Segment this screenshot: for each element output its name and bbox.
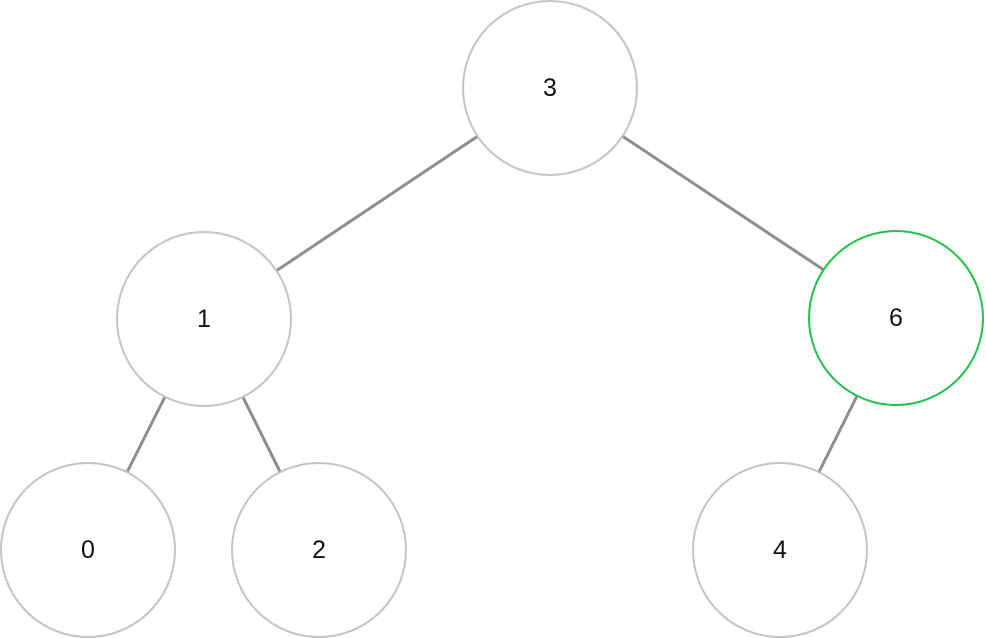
edge-1-0: [125, 396, 167, 473]
node-label-6: 6: [889, 304, 903, 332]
node-circle-2: [231, 462, 407, 638]
tree-node-4: 4: [692, 462, 868, 638]
edge-3-1: [275, 135, 479, 272]
tree-node-6: 6: [808, 230, 984, 406]
edge-6-4: [817, 395, 859, 473]
tree-node-3: 3: [462, 0, 638, 176]
node-label-1: 1: [197, 305, 211, 333]
edge-1-2: [241, 396, 282, 473]
tree-node-2: 2: [231, 462, 407, 638]
tree-node-0: 0: [0, 462, 176, 638]
node-circle-4: [692, 462, 868, 638]
node-label-3: 3: [543, 74, 557, 102]
edge-3-6: [621, 134, 825, 272]
node-label-2: 2: [312, 536, 326, 564]
node-circle-6: [808, 230, 984, 406]
node-label-0: 0: [81, 536, 95, 564]
node-label-4: 4: [773, 536, 787, 564]
node-circle-0: [0, 462, 176, 638]
edges-group: [125, 134, 859, 473]
node-circle-3: [462, 0, 638, 176]
tree-node-1: 1: [116, 231, 292, 407]
node-circle-1: [116, 231, 292, 407]
